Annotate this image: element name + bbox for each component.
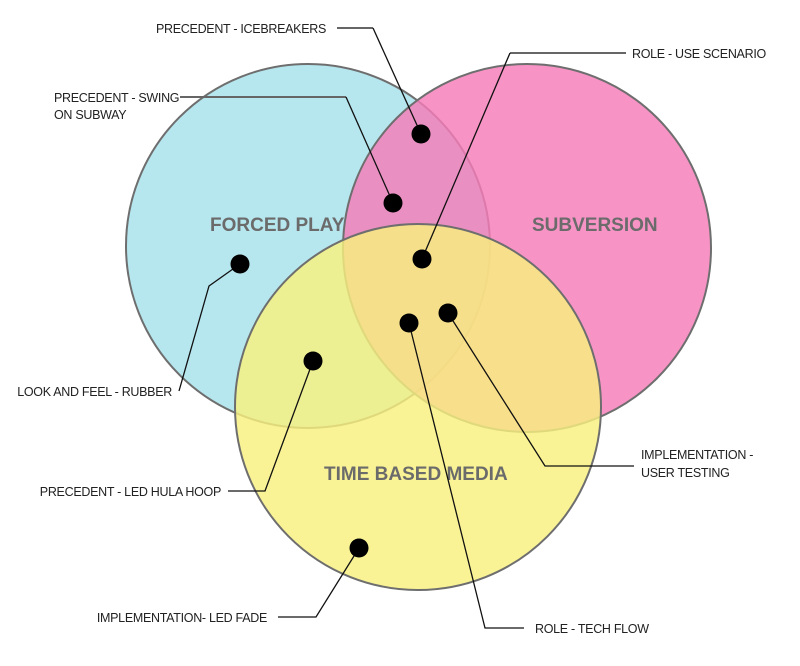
label-precedent-led-hula-hoop: PRECEDENT - LED HULA HOOP	[40, 485, 221, 499]
label-precedent-swing-line1: PRECEDENT - SWING	[54, 91, 179, 105]
label-look-and-feel-rubber: LOOK AND FEEL - RUBBER	[17, 385, 172, 399]
leader-lines	[178, 27, 634, 629]
label-implementation-led-fade: IMPLEMENTATION- LED FADE	[97, 611, 267, 625]
dot-precedent-icebreakers	[411, 124, 431, 144]
set-label-time-based-media: TIME BASED MEDIA	[324, 464, 508, 485]
leader-tech-flow	[408, 322, 524, 629]
dot-implementation-user-testing	[438, 303, 458, 323]
set-circles	[125, 63, 712, 591]
label-role-tech-flow: ROLE - TECH FLOW	[535, 622, 649, 636]
dot-role-use-scenario	[412, 249, 432, 269]
annotation-dots	[230, 124, 458, 558]
dot-look-and-feel-rubber	[230, 254, 250, 274]
leader-use-scenario	[421, 52, 511, 260]
set-label-subversion: SUBVERSION	[532, 215, 658, 236]
dot-implementation-led-fade	[349, 538, 369, 558]
leader-hula-hoop	[228, 360, 314, 492]
label-precedent-swing-line2: ON SUBWAY	[54, 108, 127, 122]
label-precedent-icebreakers: PRECEDENT - ICEBREAKERS	[156, 22, 326, 36]
label-implementation-user-testing-line1: IMPLEMENTATION -	[641, 448, 753, 462]
circle-time-based-media	[234, 223, 602, 591]
dot-precedent-led-hula-hoop	[303, 351, 323, 371]
leader-swing	[345, 96, 394, 204]
dot-precedent-swing-on-subway	[383, 193, 403, 213]
annotation-labels: PRECEDENT - ICEBREAKERS ROLE - USE SCENA…	[17, 22, 767, 636]
leader-led-fade	[278, 547, 360, 618]
leader-icebreakers	[372, 27, 422, 135]
dot-role-tech-flow	[399, 313, 419, 333]
leader-rubber	[178, 263, 241, 392]
set-label-forced-play: FORCED PLAY	[210, 215, 345, 236]
label-role-use-scenario: ROLE - USE SCENARIO	[632, 47, 766, 61]
leader-user-testing	[447, 312, 634, 467]
label-implementation-user-testing-line2: USER TESTING	[641, 466, 730, 480]
